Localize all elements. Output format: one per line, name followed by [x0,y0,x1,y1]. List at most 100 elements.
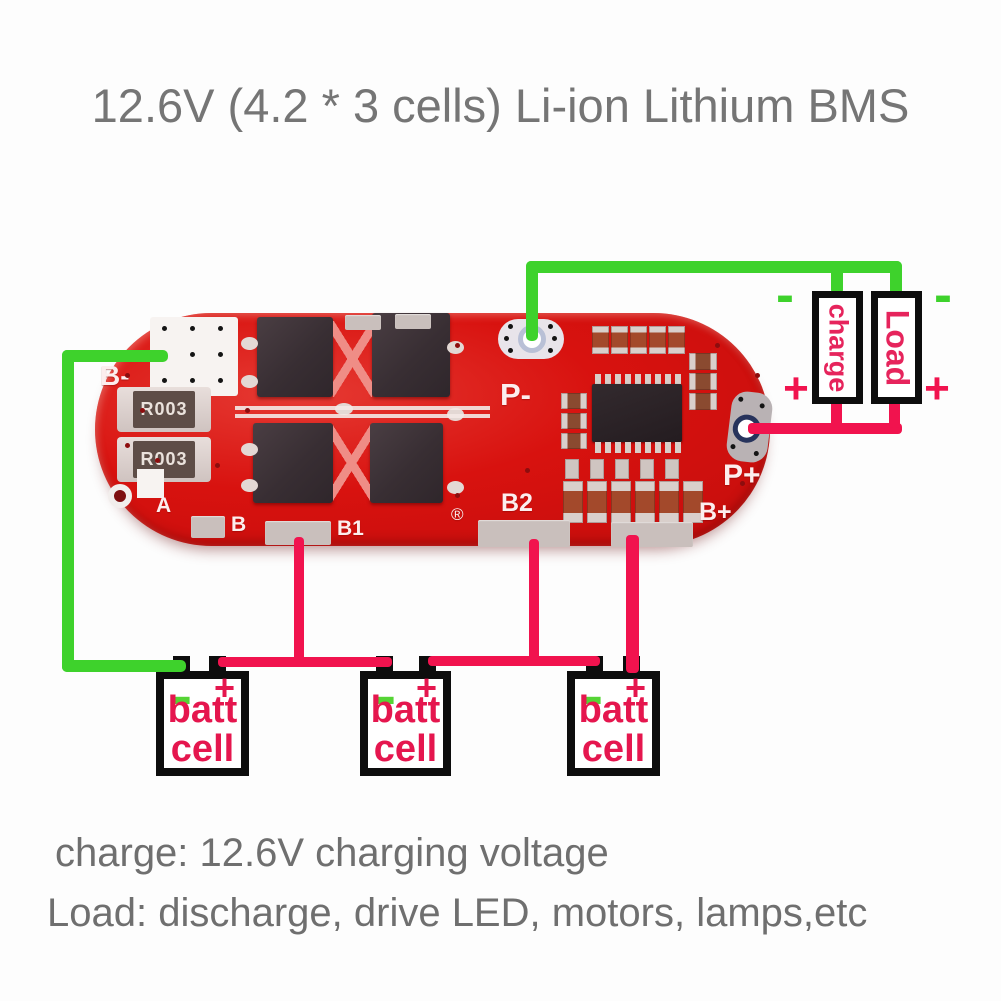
mosfet-chip [253,423,333,503]
smd-component [561,413,587,429]
cell3-minus-sign: - [583,662,603,729]
silkscreen-dot [190,352,195,357]
pink-wire-b1-drop [294,537,304,663]
mounting-hole [108,484,132,508]
smd-component [611,326,628,354]
green-wire-pminus-riser [526,261,538,341]
bus-trace [235,406,490,410]
smd-component [689,353,717,370]
green-wire-bminus-horizontal [62,350,168,362]
silkscreen-dot [218,352,223,357]
battery-cell-1: - + batt cell [156,662,249,776]
note-charge-voltage: charge: 12.6V charging voltage [55,831,609,875]
note-load-usage: Load: discharge, drive LED, motors, lamp… [47,891,868,935]
p-minus-label: P- [500,377,531,412]
pad-dot [759,403,765,409]
via-dot [715,343,720,348]
via-dot [140,408,145,413]
pad-dot [504,336,509,341]
cell2-minus-sign: - [376,662,396,729]
green-wire-to-charge [831,261,843,295]
battery-cell-2: - + batt cell [360,662,451,776]
pad-dot [753,450,760,457]
b2-label: B2 [501,489,533,517]
ic-pins [595,442,681,453]
load-label: Load [879,309,915,386]
via-dot [125,373,130,378]
cell3-label: batt cell [578,689,649,770]
green-wire-top-bus [526,261,902,273]
smd-component [665,459,679,479]
pink-wire-b2-drop [529,539,539,661]
smd-component [615,459,629,479]
smd-component [683,481,703,523]
shunt-resistor: R003 [117,437,211,482]
charge-box: charge [812,291,863,404]
smd-component [659,481,679,523]
solder-pad-bplus [611,522,693,547]
via-dot [455,493,460,498]
silkscreen-dot [162,378,167,383]
bms-pcb-board: B- R003 R003 [95,313,775,547]
mosfet-chip [257,317,333,397]
charge-minus-sign: - [776,265,794,325]
battery-cell-3: - + batt cell [567,662,660,776]
smd-component [563,481,583,523]
cell1-minus-sign: - [172,662,192,729]
b-minus-label: B- [100,360,130,391]
solder-pad [241,375,258,388]
shunt-marking: R003 [140,399,188,419]
smd-component [592,326,609,354]
via-dot [215,463,220,468]
smd-component [561,433,587,449]
cell2-plus-sign: + [415,667,437,708]
pcb-trace-x [333,321,372,397]
smd-component [640,459,654,479]
via-dot [455,343,460,348]
a-label: A [156,494,172,517]
pad-dot [548,348,553,353]
pink-wire-cell2-cell3 [428,656,600,666]
pad-dot [738,396,744,403]
load-minus-sign: - [934,265,952,325]
smd-component [635,481,655,523]
pink-wire-bplus-drop [626,535,639,673]
smd-component [689,393,717,410]
via-dot [245,408,250,413]
cell1-label: batt cell [167,689,238,770]
silkscreen-dot [190,378,195,383]
pink-wire-pplus-bus [748,423,902,434]
via-dot [525,468,530,473]
green-wire-to-load [890,261,902,297]
via-dot [155,458,160,463]
cell2-label: batt cell [370,689,441,770]
smd-component [587,481,607,523]
solder-pad-b [191,516,225,538]
load-plus-sign: + [924,364,950,413]
smd-component [668,326,685,354]
b-plus-label: B+ [699,498,732,526]
smd-component [565,459,579,479]
solder-pad [447,481,464,494]
silkscreen-dot [218,326,223,331]
mosfet-chip [370,423,443,503]
shunt-resistor: R003 [117,387,211,432]
cell3-plus-sign: + [624,667,646,708]
p-plus-label: P+ [723,459,761,492]
pad-dot [548,324,553,329]
registered-mark: ® [451,505,464,524]
silkscreen-dot [162,326,167,331]
silkscreen-dot [218,378,223,383]
silkscreen-dot [190,326,195,331]
smd-component [590,459,604,479]
via-dot [125,443,130,448]
green-wire-bminus-vertical [62,350,74,672]
smd-component [649,326,666,354]
pink-wire-load-drop [889,400,900,428]
pad-dot [508,348,513,353]
page-title: 12.6V (4.2 * 3 cells) Li-ion Lithium BMS [91,79,910,132]
smd-component [689,373,717,390]
pink-wire-charge-drop [831,400,842,428]
b1-label: B1 [337,517,364,540]
